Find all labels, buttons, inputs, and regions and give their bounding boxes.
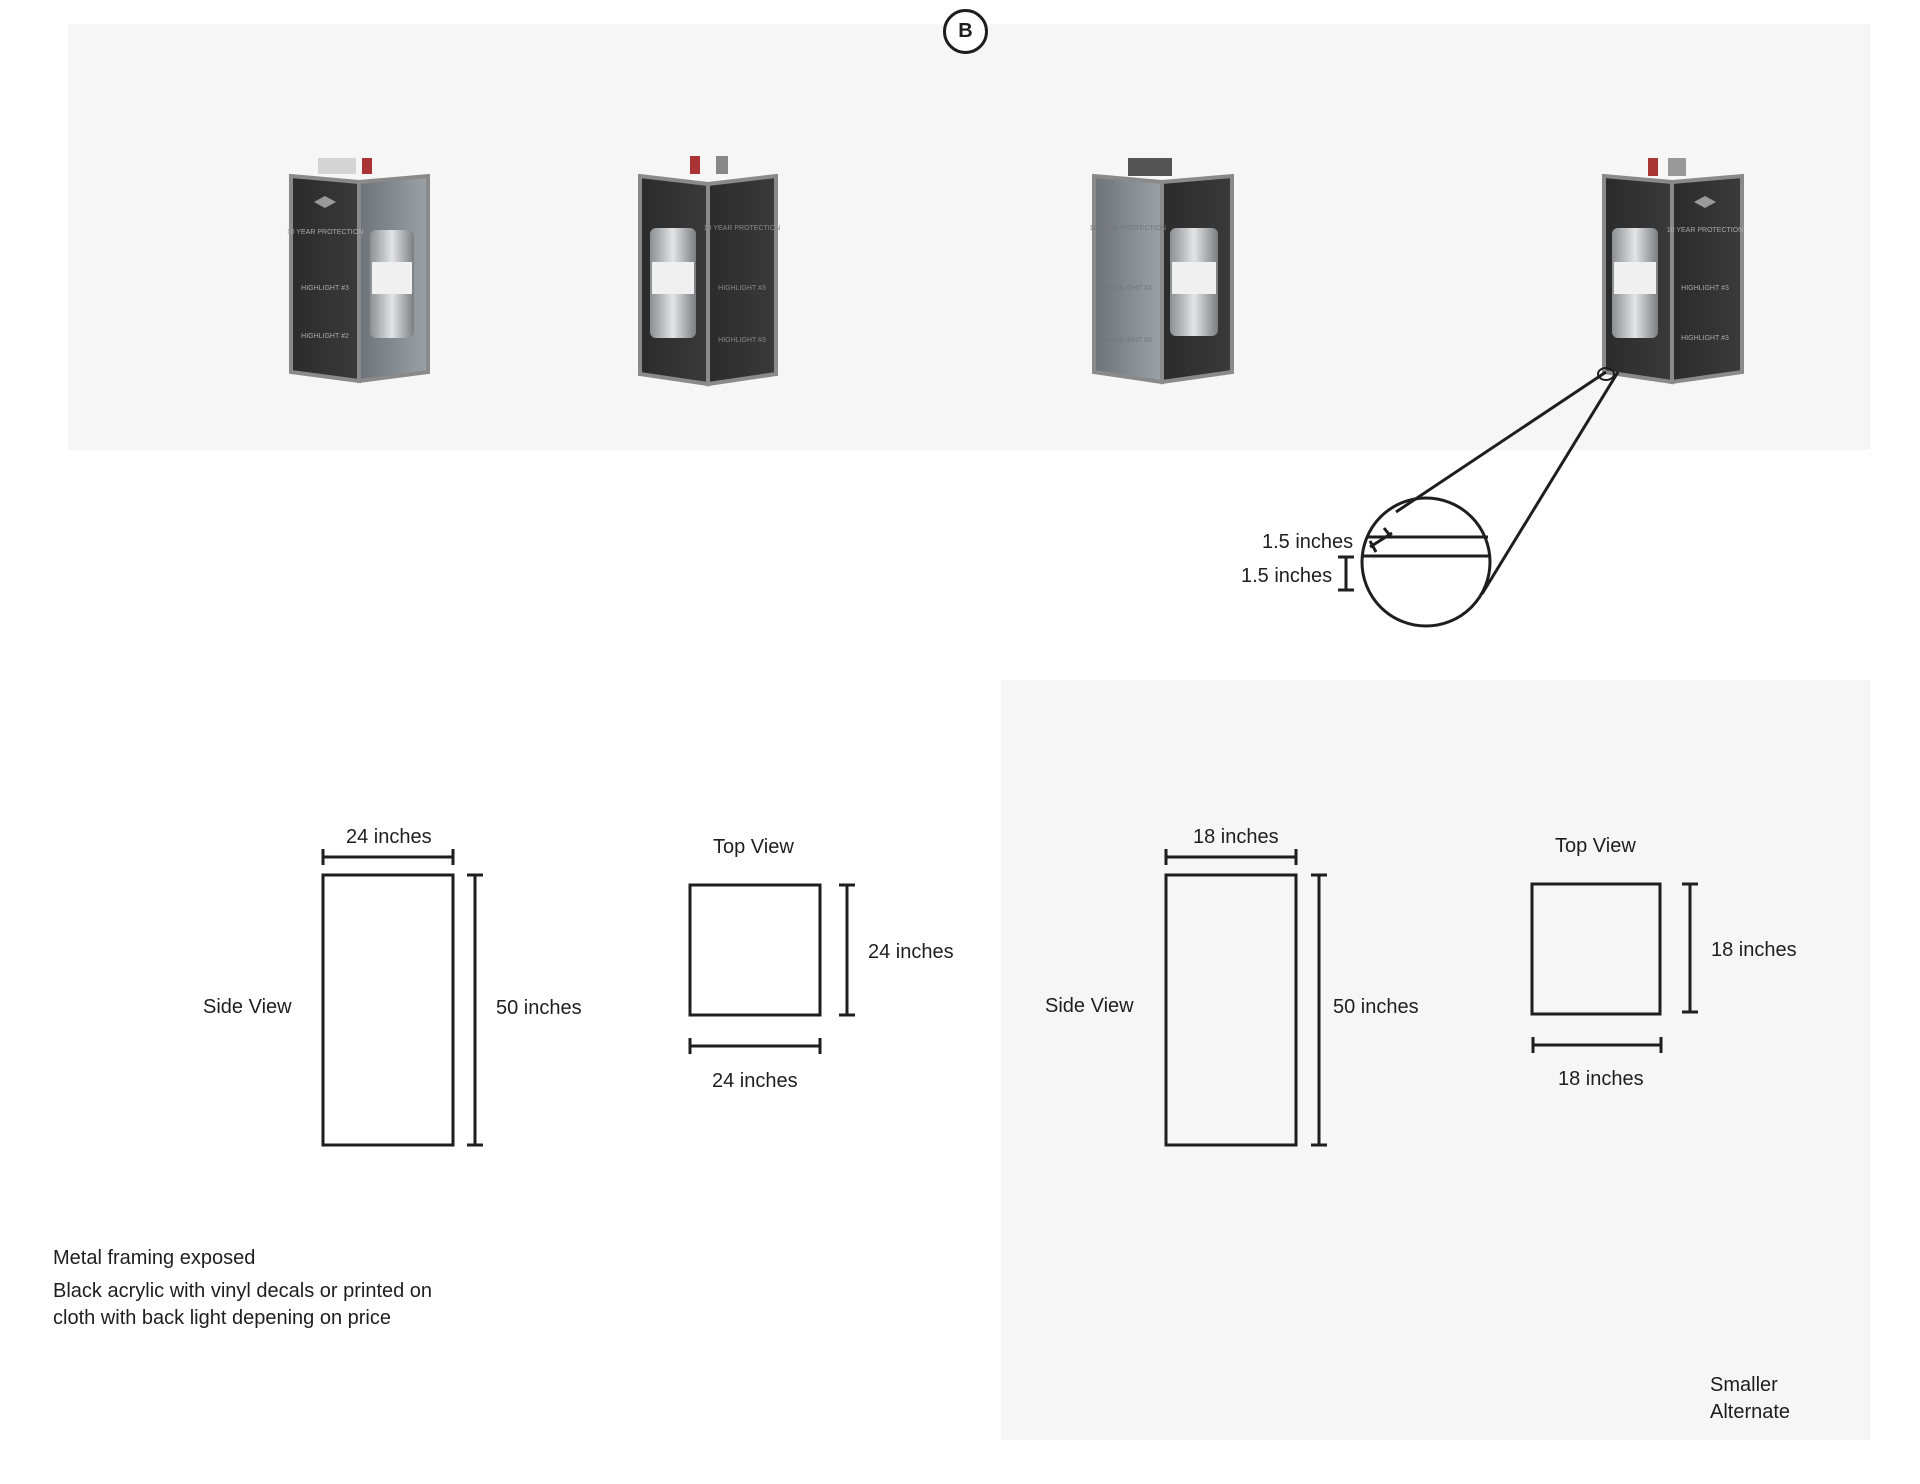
render-caption: 10 YEAR PROTECTION <box>704 225 781 232</box>
notes-block: Metal framing exposed Black acrylic with… <box>53 1245 433 1332</box>
logo-icon <box>314 196 336 208</box>
kiosk-render-2: 10 YEAR PROTECTION HIGHLIGHT #3 HIGHLIGH… <box>638 156 781 387</box>
alternate-caption-line1: Smaller <box>1710 1374 1778 1396</box>
alt-top-width-label: 18 inches <box>1558 1068 1644 1090</box>
section-badge: B <box>943 9 988 54</box>
note-metal-framing: Metal framing exposed <box>53 1247 256 1269</box>
alt-side-view-label: Side View <box>1045 995 1134 1017</box>
render-highlight: HIGHLIGHT #3 <box>1104 337 1152 344</box>
main-top-view-label: Top View <box>713 836 794 858</box>
render-highlight: HIGHLIGHT #2 <box>301 333 349 340</box>
frame-detail-callout <box>1338 367 1620 628</box>
detail-dim-label-b: 1.5 inches <box>1241 565 1333 587</box>
alternate-panel <box>1001 680 1870 1440</box>
kiosk-render-1: 10 YEAR PROTECTION HIGHLIGHT #3 HIGHLIGH… <box>287 158 430 384</box>
main-top-view-drawing <box>688 883 855 1054</box>
render-caption: 10 YEAR PROTECTION <box>1090 225 1167 232</box>
main-width-label: 24 inches <box>346 826 432 848</box>
render-highlight: HIGHLIGHT #3 <box>301 285 349 292</box>
kiosk-render-4: 10 YEAR PROTECTION HIGHLIGHT #3 HIGHLIGH… <box>1602 158 1744 385</box>
alternate-top-view-drawing <box>1530 882 1698 1053</box>
main-height-label: 50 inches <box>496 997 582 1019</box>
alternate-side-view-drawing <box>1164 849 1327 1147</box>
render-highlight: HIGHLIGHT #3 <box>1104 285 1152 292</box>
note-acrylic-description: Black acrylic with vinyl decals or print… <box>53 1280 433 1329</box>
render-caption: 10 YEAR PROTECTION <box>1667 227 1744 234</box>
main-side-view-drawing <box>321 849 483 1147</box>
alt-top-depth-label: 18 inches <box>1711 939 1797 961</box>
alternate-caption-line2: Alternate <box>1710 1401 1791 1423</box>
render-caption: 10 YEAR PROTECTION <box>287 229 364 236</box>
main-top-width-label: 24 inches <box>712 1070 798 1092</box>
render-highlight: HIGHLIGHT #3 <box>1681 335 1729 342</box>
alt-height-label: 50 inches <box>1333 996 1419 1018</box>
main-top-depth-label: 24 inches <box>868 941 954 963</box>
alt-top-view-label: Top View <box>1555 835 1636 857</box>
logo-icon <box>1694 196 1716 208</box>
alt-width-label: 18 inches <box>1193 826 1279 848</box>
render-highlight: HIGHLIGHT #3 <box>1681 285 1729 292</box>
main-side-view-label: Side View <box>203 996 292 1018</box>
detail-dim-label-a: 1.5 inches <box>1262 531 1354 553</box>
render-highlight: HIGHLIGHT #3 <box>718 337 766 344</box>
kiosk-render-3: 10 YEAR PROTECTION HIGHLIGHT #3 HIGHLIGH… <box>1090 158 1234 385</box>
render-highlight: HIGHLIGHT #3 <box>718 285 766 292</box>
alternate-caption: Smaller Alternate <box>1710 1372 1790 1426</box>
